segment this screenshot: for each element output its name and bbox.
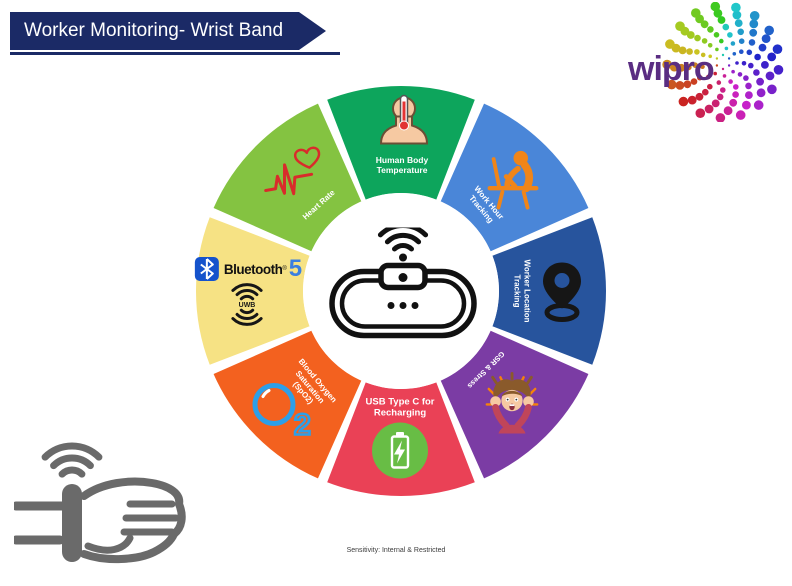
- bluetooth-logo-icon: [194, 257, 219, 281]
- segment-label-human-body-temperature: Human Body Temperature: [375, 154, 429, 175]
- uwb-icon: UWB: [216, 282, 278, 333]
- bluetooth5-icon: Bluetooth® 5: [194, 256, 302, 282]
- person-thermometer-icon: [377, 94, 431, 157]
- page-title: Worker Monitoring- Wrist Band: [24, 20, 284, 41]
- segment-label-usb-type-c: USB Type C for Recharging: [365, 396, 435, 419]
- wipro-dot-spiral-icon: [662, 1, 784, 123]
- wipro-logo: wipro: [626, 1, 792, 123]
- o2-subscript: 2: [294, 409, 311, 438]
- heart-rate-ecg-icon: [261, 146, 325, 205]
- hand-wearing-band-icon: [11, 428, 194, 568]
- title-banner: Worker Monitoring- Wrist Band: [10, 12, 327, 50]
- wheel-segment-blood-oxygen-saturation: [213, 330, 362, 479]
- uwb-label: UWB: [239, 302, 256, 309]
- battery-charging-icon: [371, 422, 429, 485]
- monitoring-wheel: Human Body Temperature Work Hour Trackin…: [191, 81, 611, 501]
- oxygen-o2-icon: 2: [250, 380, 316, 443]
- bluetooth-version: 5: [288, 255, 303, 282]
- wipro-wordmark: wipro: [627, 50, 714, 88]
- wheel-hub: [303, 193, 499, 389]
- wheel-segment-work-hour-tracking: [440, 103, 589, 252]
- bluetooth-registered-mark: ®: [282, 266, 287, 272]
- segment-label-worker-location-tracking: Worker Location Tracking: [513, 259, 532, 323]
- stressed-person-icon: [481, 371, 543, 439]
- person-at-desk-icon: [482, 148, 544, 215]
- title-banner-underline: [10, 52, 340, 55]
- sensitivity-label: Sensitivity: Internal & Restricted: [346, 547, 446, 554]
- wipro-logo-svg: wipro: [627, 1, 784, 123]
- bluetooth-label: Bluetooth: [223, 261, 283, 277]
- smart-wristband-wifi-icon: [328, 223, 478, 345]
- location-pin-icon: [539, 261, 585, 328]
